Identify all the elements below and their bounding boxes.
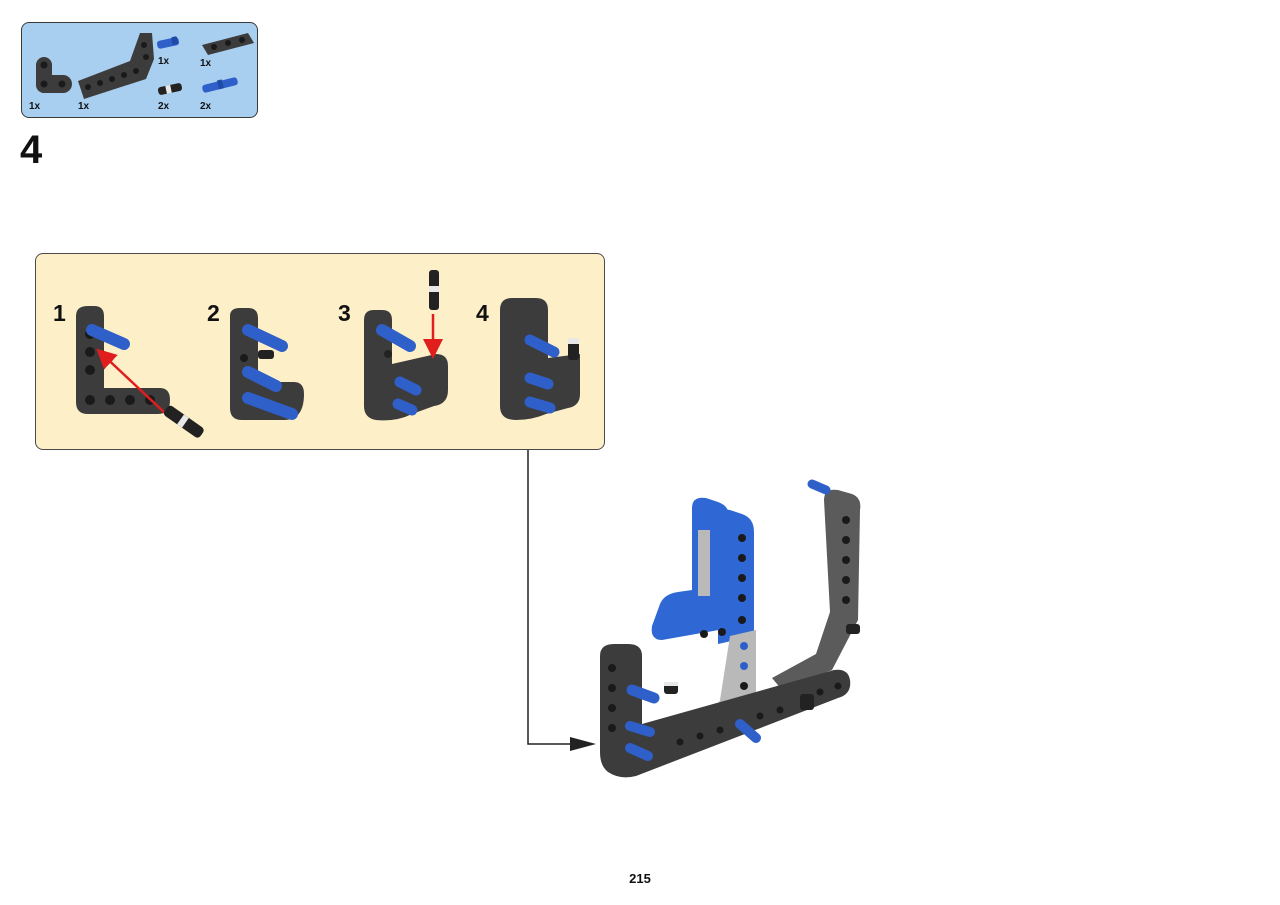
part-qty: 1x: [29, 101, 41, 112]
sub-step-number: 4: [476, 300, 489, 326]
sub-assembly-illustration: [76, 270, 580, 438]
substep-1-model: [76, 306, 204, 438]
part-qty: 2x: [158, 101, 170, 112]
substep-4-model: [500, 298, 580, 420]
part-qty: 1x: [200, 58, 212, 69]
substep-2-model: [230, 308, 304, 420]
light-gray-beam: [718, 630, 756, 708]
sub-assembly-panel: 1 2 3 4: [35, 253, 605, 450]
page-number: 215: [629, 871, 651, 886]
l-beam-3x5-icon: [78, 33, 154, 99]
step-number: 4: [20, 128, 43, 172]
parts-list-panel: 1x 1x 1x 2x 1x 2x: [21, 22, 258, 118]
part-qty: 1x: [158, 56, 170, 67]
sub-step-number: 3: [338, 300, 351, 326]
beam-3-icon: [202, 33, 254, 55]
sub-step-number: 2: [207, 300, 220, 326]
sub-step-number: 1: [53, 300, 66, 326]
parts-list-illustration: [36, 33, 254, 99]
pin-black-icon: [157, 83, 183, 95]
axle-pin-blue-long-icon: [202, 77, 238, 93]
part-qty: 2x: [200, 101, 212, 112]
axle-pin-blue-short-icon: [156, 36, 180, 49]
gray-angled-beam: [772, 479, 861, 690]
part-qty: 1x: [78, 101, 90, 112]
substep-3-model: [364, 270, 448, 421]
blue-l-beam: [651, 497, 754, 644]
dark-base-beam: [600, 644, 851, 778]
l-beam-2x2-icon: [36, 57, 72, 93]
